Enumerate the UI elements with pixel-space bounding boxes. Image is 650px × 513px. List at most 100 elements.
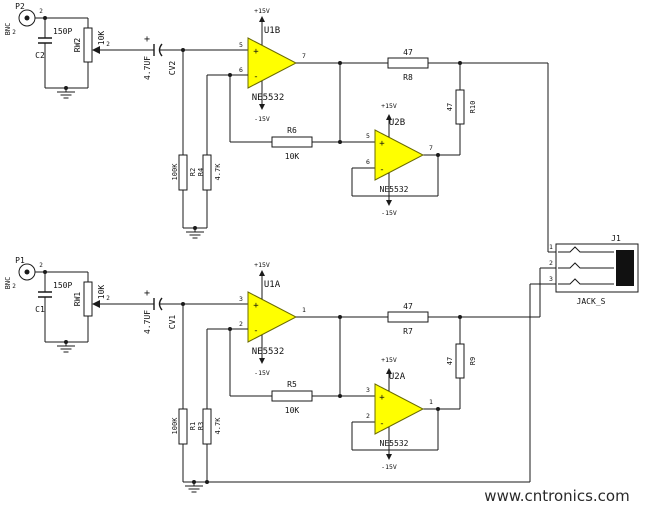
cv2-plate-neg [158,43,163,57]
c1-plates [38,291,52,298]
rw2-body [83,27,93,63]
label-u2a-part: NE5532 [380,439,409,448]
u1a-minus-sign: - [253,326,258,336]
u1a-vminus-arrow-icon [259,358,265,364]
label-c1-value: 150P [53,281,72,290]
label-u1b-vplus: +15V [254,7,270,15]
label-r3-value: 4.7K [214,417,222,435]
label-r4-value: 4.7K [214,163,222,181]
label-c2-value: 150P [53,27,72,36]
label-r10-ref: R10 [469,101,477,114]
u1b-vminus-arrow-icon [259,104,265,110]
wires-input-b [35,17,89,89]
label-j1-pin3: 3 [549,275,553,283]
wires-signal-b [100,49,248,229]
wires-output-a [296,267,558,451]
label-r2-ref: R2 [189,168,197,176]
label-u1a-part: NE5532 [252,347,285,357]
rw1-wiper-arrow [92,300,100,308]
channel-b: P2 BNC 2 2 150P C2 RW2 10K 2 + 4.7UF CV2 [4,2,558,253]
r4-body [202,154,212,191]
label-r3-ref: R3 [197,422,205,430]
bnc-connector-p1: P1 BNC 2 2 [4,256,43,290]
label-r6-value: 10K [285,152,300,161]
wires-feedback-b [206,74,375,155]
label-u2b-ref: U2B [389,118,405,128]
u1b-minus-sign: - [253,72,258,82]
label-p2-pin-b: 2 [12,29,16,36]
label-cv2-polarity: + [144,34,150,45]
wires-output-b [296,62,558,253]
resistor-r4: R4 4.7K [197,154,222,191]
label-u1a-vplus: +15V [254,261,270,269]
label-p1-ref: P1 [15,256,25,265]
pot-rw2: RW2 10K 2 [73,27,110,63]
r8-body [387,57,429,69]
label-u2a-vminus: -15V [381,463,397,471]
label-r5-value: 10K [285,406,300,415]
u1b-vplus-arrow-icon [259,16,265,22]
u2a-vminus-arrow-icon [386,454,392,460]
label-u2a-pin-out: 1 [429,398,433,406]
label-rw2-value: 10K [97,31,106,46]
label-u2a-vplus: +15V [381,356,397,364]
label-p2-type: BNC [4,23,12,36]
label-rw1-pin: 2 [106,295,110,302]
resistor-r3: R3 4.7K [197,408,222,445]
label-cv1-polarity: + [144,288,150,299]
output-jack-j1: J1 JACK_S 1 2 3 [529,234,639,482]
label-r6-ref: R6 [287,126,297,135]
label-j1-type: JACK_S [577,297,606,306]
label-u2a-pin-minus: 2 [366,412,370,420]
label-u1a-ref: U1A [264,280,281,290]
label-p1-type: BNC [4,277,12,290]
rw1-body [83,281,93,317]
r1-body [178,408,188,445]
jack-contacts [558,246,614,285]
opamp-u1a: U1A NE5532 3 2 1 + - +15V -15V [239,261,306,377]
label-r10-value: 47 [446,103,454,111]
u1a-vplus-arrow-icon [259,270,265,276]
label-u1b-pin-plus: 5 [239,41,243,49]
cap-c1: 150P C1 [35,281,72,314]
bnc-connector-p2: P2 BNC 2 2 [4,2,43,36]
u1a-plus-sign: + [253,301,259,311]
cap-cv1: + 4.7UF CV1 [143,288,177,334]
label-u1b-ref: U1B [264,26,280,36]
label-rw2-pin: 2 [106,41,110,48]
u2b-vminus-arrow-icon [386,200,392,206]
cv1-plate-neg [158,297,163,311]
u2a-plus-sign: + [379,393,385,403]
u1a-triangle [247,291,298,343]
label-u1b-part: NE5532 [252,93,285,103]
label-p1-pin-a: 2 [39,262,43,269]
label-cv2-value: 4.7UF [143,56,152,80]
r2-body [178,154,188,191]
label-u2b-part: NE5532 [380,185,409,194]
jack-barrel [616,250,634,286]
c2-plates [38,37,52,44]
label-r8-value: 47 [403,48,413,57]
label-u2b-pin-plus: 5 [366,132,370,140]
label-j1-ref: J1 [611,234,621,243]
bnc-center-pin [24,269,30,275]
label-r9-value: 47 [446,357,454,365]
u2a-vplus-arrow-icon [386,368,392,374]
cap-cv2: + 4.7UF CV2 [143,34,177,80]
opamp-u2b: U2B NE5532 5 6 7 + - +15V -15V [366,102,433,217]
r9-body [455,343,465,379]
r10-body [455,89,465,125]
resistor-r8: 47 R8 [387,48,429,82]
label-r7-value: 47 [403,302,413,311]
label-r1-ref: R1 [189,422,197,430]
label-r7-ref: R7 [403,327,413,336]
cap-c2: 150P C2 [35,27,72,60]
label-cv1-ref: CV1 [168,315,177,330]
label-rw1-value: 10K [97,285,106,300]
wires-signal-a [100,303,248,482]
label-rw1-ref: RW1 [73,292,82,307]
label-c2-ref: C2 [35,51,45,60]
label-p1-pin-b: 2 [12,283,16,290]
label-u1a-pin-out: 1 [302,306,306,314]
u1b-triangle [247,37,298,89]
